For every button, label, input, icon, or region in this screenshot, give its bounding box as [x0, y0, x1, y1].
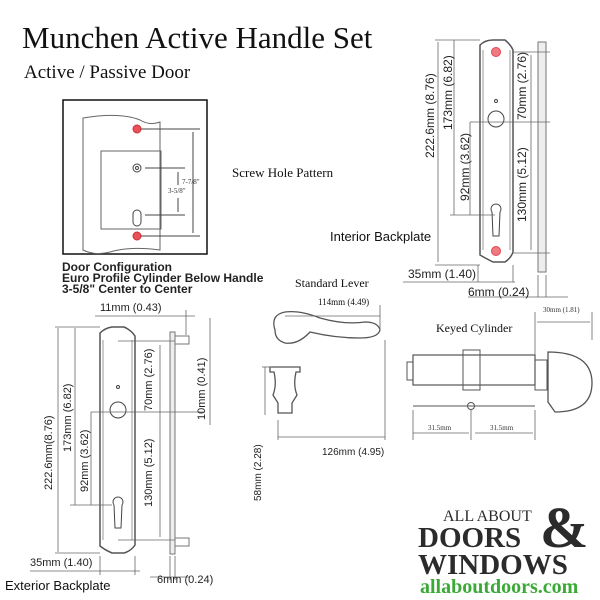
standard-lever-label: Standard Lever [295, 276, 369, 290]
door-config-line3: 3-5/8" Center to Center [62, 282, 193, 296]
screw-hole-diagram [62, 99, 208, 255]
exterior-dim-11: 11mm (0.43) [100, 302, 162, 314]
interior-dim-92: 92mm (3.62) [458, 132, 472, 201]
cylinder-dim-left: 31.5mm [428, 424, 452, 432]
keyed-cylinder-label: Keyed Cylinder [436, 321, 513, 335]
interior-dim-6: 6mm (0.24) [468, 285, 530, 299]
interior-backplate-label: Interior Backplate [330, 229, 432, 244]
exterior-backplate-label: Exterior Backplate [5, 578, 111, 593]
page-subtitle: Active / Passive Door [24, 62, 191, 83]
screw-hole-top [132, 124, 142, 134]
interior-backplate-drawing [403, 39, 568, 298]
exterior-backplate-drawing [30, 310, 211, 580]
interior-dim-173: 173mm (6.82) [441, 55, 455, 130]
cylinder-dim-right: 31.5mm [490, 424, 514, 432]
exterior-dim-70: 70mm (2.76) [143, 348, 155, 411]
exterior-dim-total: 222.6mm(8.76) [43, 415, 55, 490]
lever-dim-114: 114mm (4.49) [318, 297, 370, 307]
exterior-dim-92: 92mm (3.62) [79, 429, 91, 492]
interior-dim-35: 35mm (1.40) [408, 267, 477, 281]
door-config-line2: Euro Profile Cylinder Below Handle [62, 271, 264, 285]
cylinder-drawing [406, 312, 593, 440]
exterior-dim-35: 35mm (1.40) [30, 557, 93, 569]
exterior-dim-173: 173mm (6.82) [62, 383, 74, 452]
screw-hole-pattern-label: Screw Hole Pattern [232, 165, 334, 180]
exterior-dim-6: 6mm (0.24) [157, 574, 214, 586]
logo-doors: DOORS [418, 522, 522, 554]
lever-dim-58: 58mm (2.28) [253, 444, 264, 501]
logo-windows: WINDOWS [418, 549, 568, 581]
logo-all-about: ALL ABOUT [443, 508, 532, 525]
door-configuration: Door Configuration Euro Profile Cylinder… [62, 260, 264, 296]
lever-drawing [262, 305, 386, 440]
interior-dim-130: 130mm (5.12) [515, 147, 529, 222]
exterior-dim-130: 130mm (5.12) [143, 438, 155, 507]
cylinder-dim-30: 30mm (1.81) [543, 306, 580, 314]
logo-ampersand: & [540, 495, 589, 560]
dim-3-5-8: 3-5/8" [168, 187, 186, 195]
lever-dim-126: 126mm (4.95) [322, 447, 385, 458]
door-config-line1: Door Configuration [62, 260, 172, 274]
interior-dim-total: 222.6mm (8.76) [423, 73, 437, 158]
logo-url: allaboutdoors.com [420, 576, 579, 598]
exterior-dim-10: 10mm (0.41) [196, 357, 208, 420]
page-title: Munchen Active Handle Set [22, 20, 373, 55]
dim-7-7-8: 7-7/8" [182, 178, 200, 186]
interior-dim-70: 70mm (2.76) [515, 51, 529, 120]
screw-hole-bottom [132, 231, 142, 241]
